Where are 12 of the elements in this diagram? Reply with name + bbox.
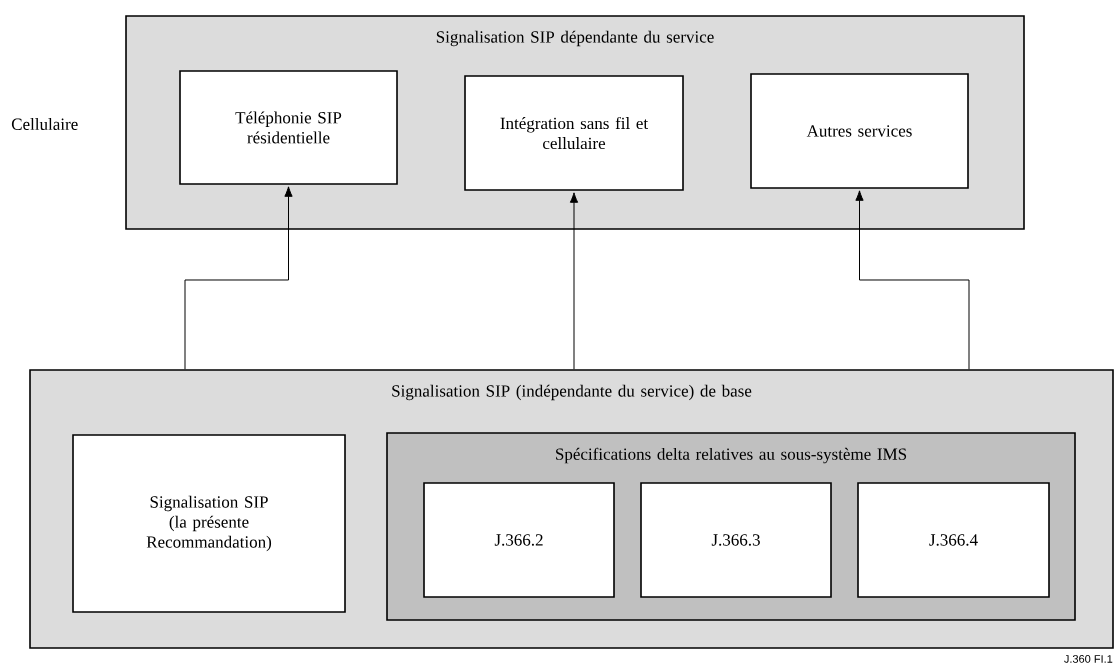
text-box: J.366.3 [640,482,832,598]
text-box: Signalisation SIP (la présente Recommandation) [72,434,346,613]
arrow [184,186,293,370]
arrow [569,192,579,370]
arrow [855,190,970,370]
text-box: Téléphonie SIP résidentielle [179,70,398,185]
text-box: J.366.4 [857,482,1050,598]
side-label: Cellulaire [11,118,78,130]
text-box: J.366.2 [423,482,615,598]
figure-id: J.360 FI.1 [1064,655,1113,663]
text-box: Autres services [750,73,969,189]
text-box: Intégration sans fil et cellulaire [464,75,684,191]
